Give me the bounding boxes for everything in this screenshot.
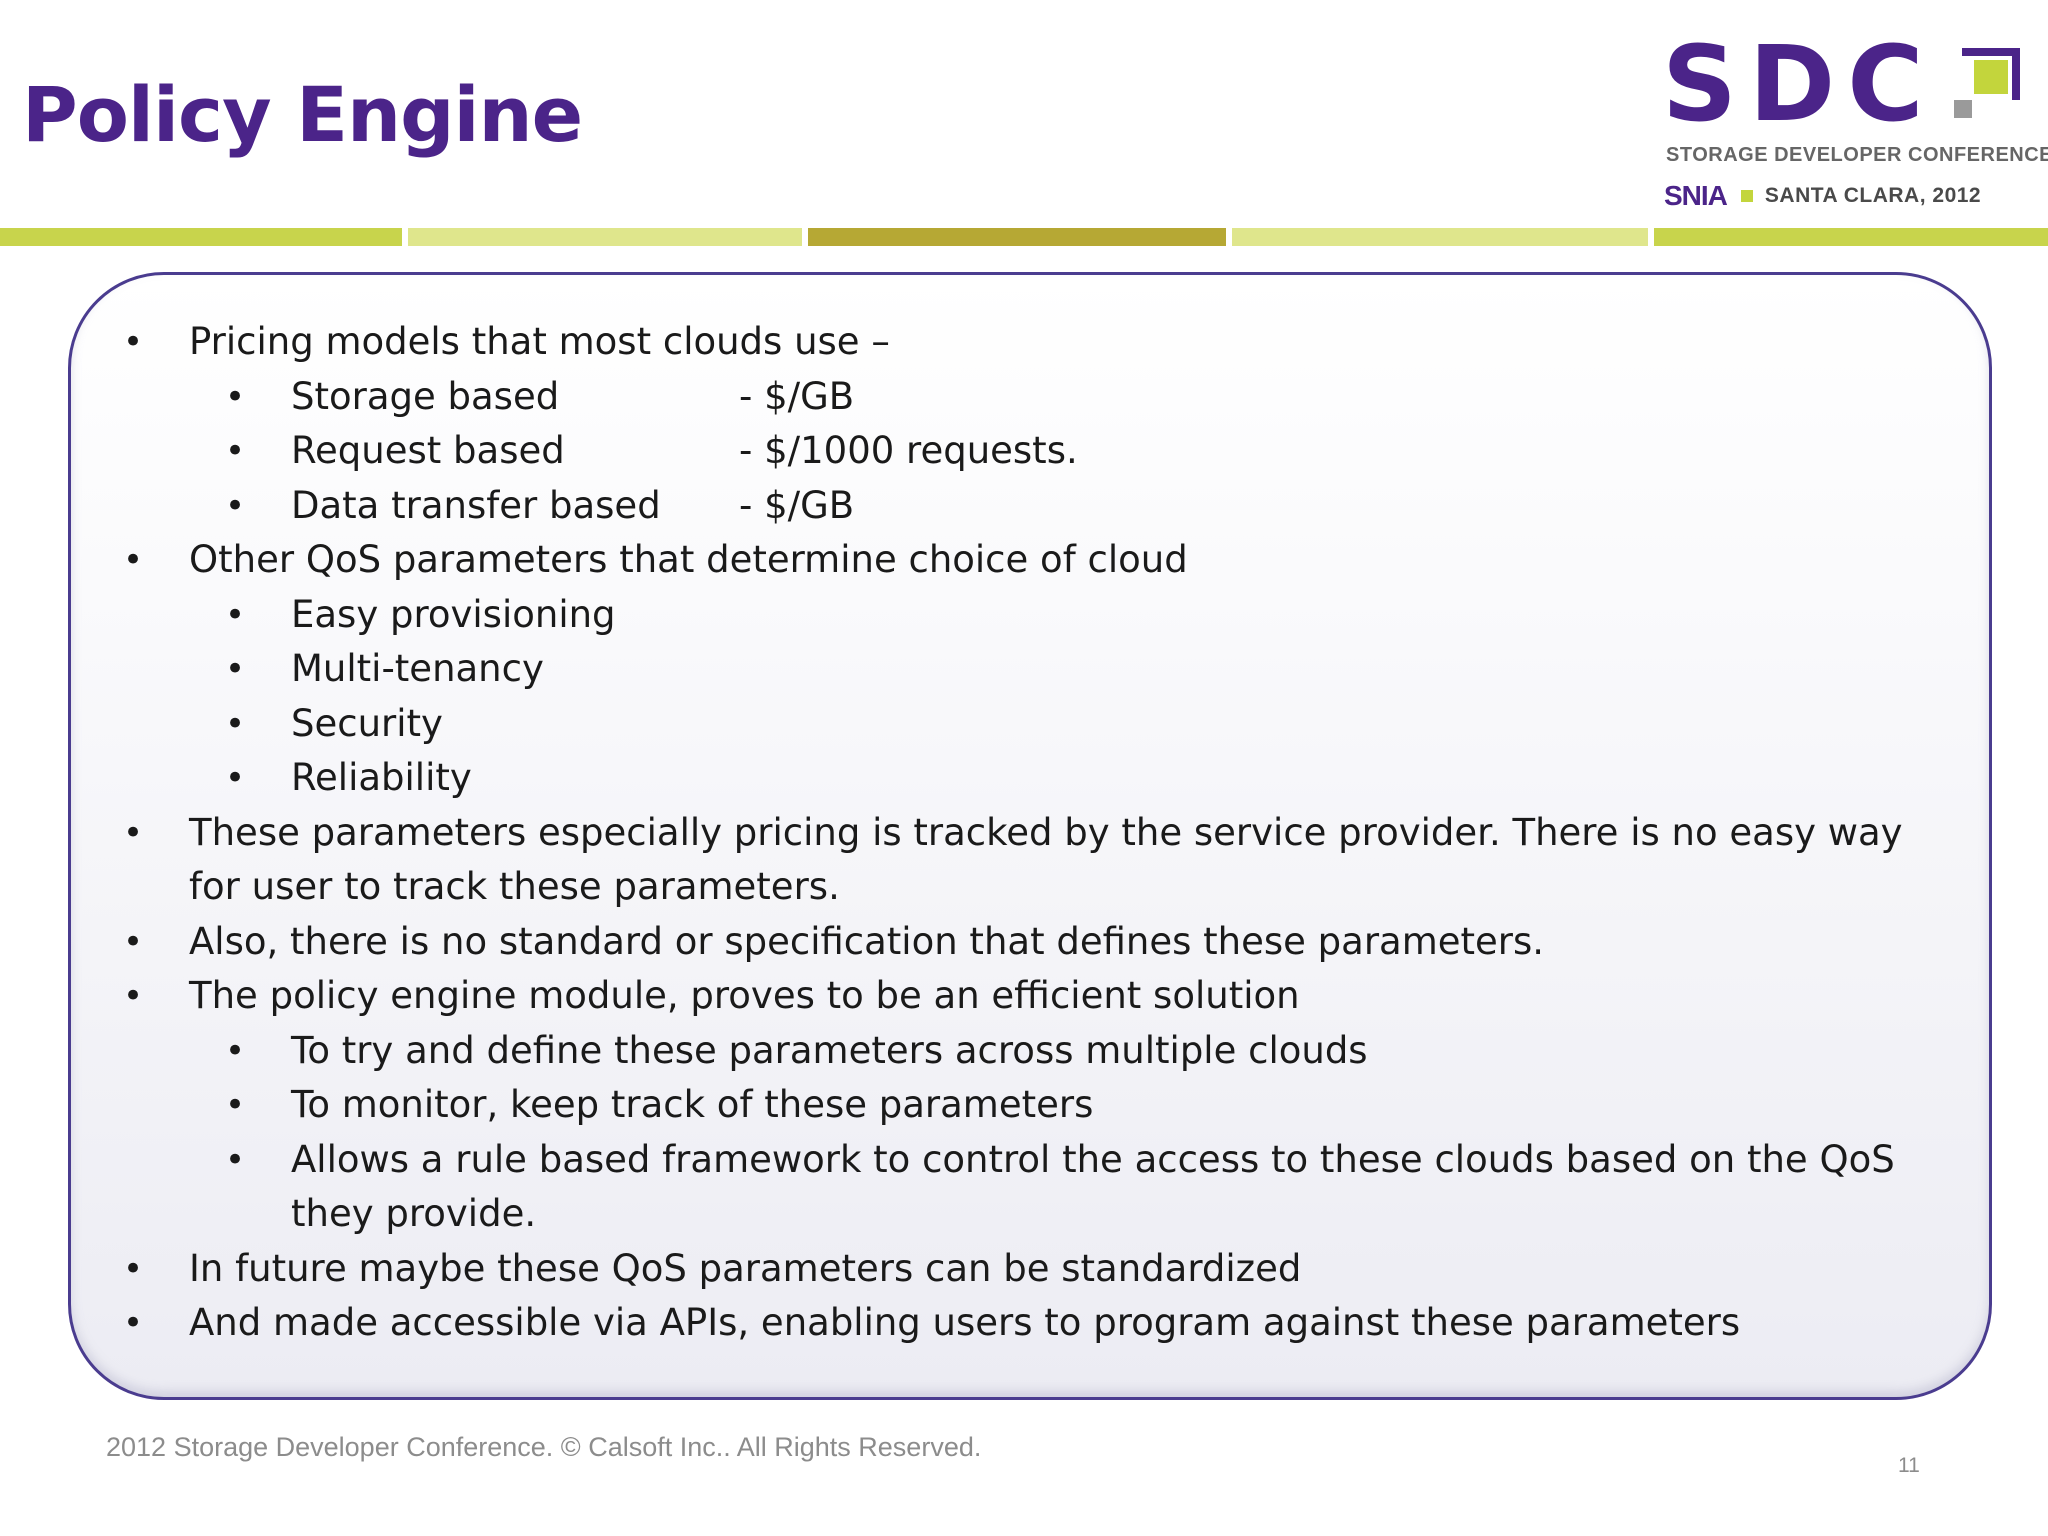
list-item: •Request based- $/1000 requests. <box>71 424 1995 479</box>
bullet-icon: • <box>123 1303 144 1343</box>
content-panel: •Pricing models that most clouds use – •… <box>68 272 1992 1400</box>
bullet-icon: • <box>123 322 144 362</box>
list-item: •To monitor, keep track of these paramet… <box>71 1078 1995 1133</box>
list-item: •Reliability <box>71 751 1995 806</box>
bullet-icon: • <box>225 649 246 689</box>
bullet-icon: • <box>123 921 144 962</box>
list-item: •Allows a rule based framework to contro… <box>71 1133 1995 1242</box>
bullet-icon: • <box>225 758 246 798</box>
list-item: •In future maybe these QoS parameters ca… <box>71 1242 1995 1297</box>
header-stripes <box>0 228 2048 246</box>
stripe-3 <box>808 228 1226 246</box>
logo-subtitle: STORAGE DEVELOPER CONFERENCE <box>1666 144 2048 166</box>
bullet-icon: • <box>225 376 246 417</box>
stripe-4 <box>1232 228 1648 246</box>
bullet-icon: • <box>225 594 246 635</box>
bullet-icon: • <box>225 1030 246 1071</box>
list-item: •The policy engine module, proves to be … <box>71 969 1995 1024</box>
bullet-list: •Pricing models that most clouds use – •… <box>71 315 1995 1351</box>
bullet-icon: • <box>225 1085 246 1125</box>
list-item: •Pricing models that most clouds use – <box>71 315 1995 370</box>
bullet-icon: • <box>225 431 246 471</box>
page-number: 11 <box>1898 1454 1920 1477</box>
bullet-icon: • <box>225 485 246 526</box>
bullet-icon: • <box>123 1248 144 1289</box>
bullet-icon: • <box>123 540 144 580</box>
bullet-icon: • <box>225 1139 246 1180</box>
bullet-icon: • <box>225 703 246 744</box>
stripe-1 <box>0 228 402 246</box>
stripe-5 <box>1654 228 2048 246</box>
list-item: •Multi-tenancy <box>71 642 1995 697</box>
logo-bottom-line: SNIA SANTA CLARA, 2012 <box>1664 180 1981 212</box>
logo-location: SANTA CLARA, 2012 <box>1764 184 1982 207</box>
list-item: •These parameters especially pricing is … <box>71 806 1995 915</box>
list-item: •Easy provisioning <box>71 588 1995 643</box>
bullet-icon: • <box>123 812 144 853</box>
list-item: •Storage based- $/GB <box>71 370 1995 425</box>
footer-copyright: 2012 Storage Developer Conference. © Cal… <box>106 1432 982 1462</box>
slide-title: Policy Engine <box>22 70 583 159</box>
list-item: •And made accessible via APIs, enabling … <box>71 1296 1995 1351</box>
list-item: •Also, there is no standard or specifica… <box>71 915 1995 970</box>
list-item: •Data transfer based- $/GB <box>71 479 1995 534</box>
logo-snia: SNIA <box>1664 180 1728 211</box>
logo-sdc-text: SDC <box>1662 23 1936 145</box>
logo-separator-square <box>1740 190 1753 202</box>
list-item: •Security <box>71 697 1995 752</box>
logo-square-mark-icon <box>1954 48 2020 118</box>
list-item: •To try and define these parameters acro… <box>71 1024 1995 1079</box>
stripe-2 <box>408 228 802 246</box>
list-item: •Other QoS parameters that determine cho… <box>71 533 1995 588</box>
bullet-icon: • <box>123 976 144 1016</box>
